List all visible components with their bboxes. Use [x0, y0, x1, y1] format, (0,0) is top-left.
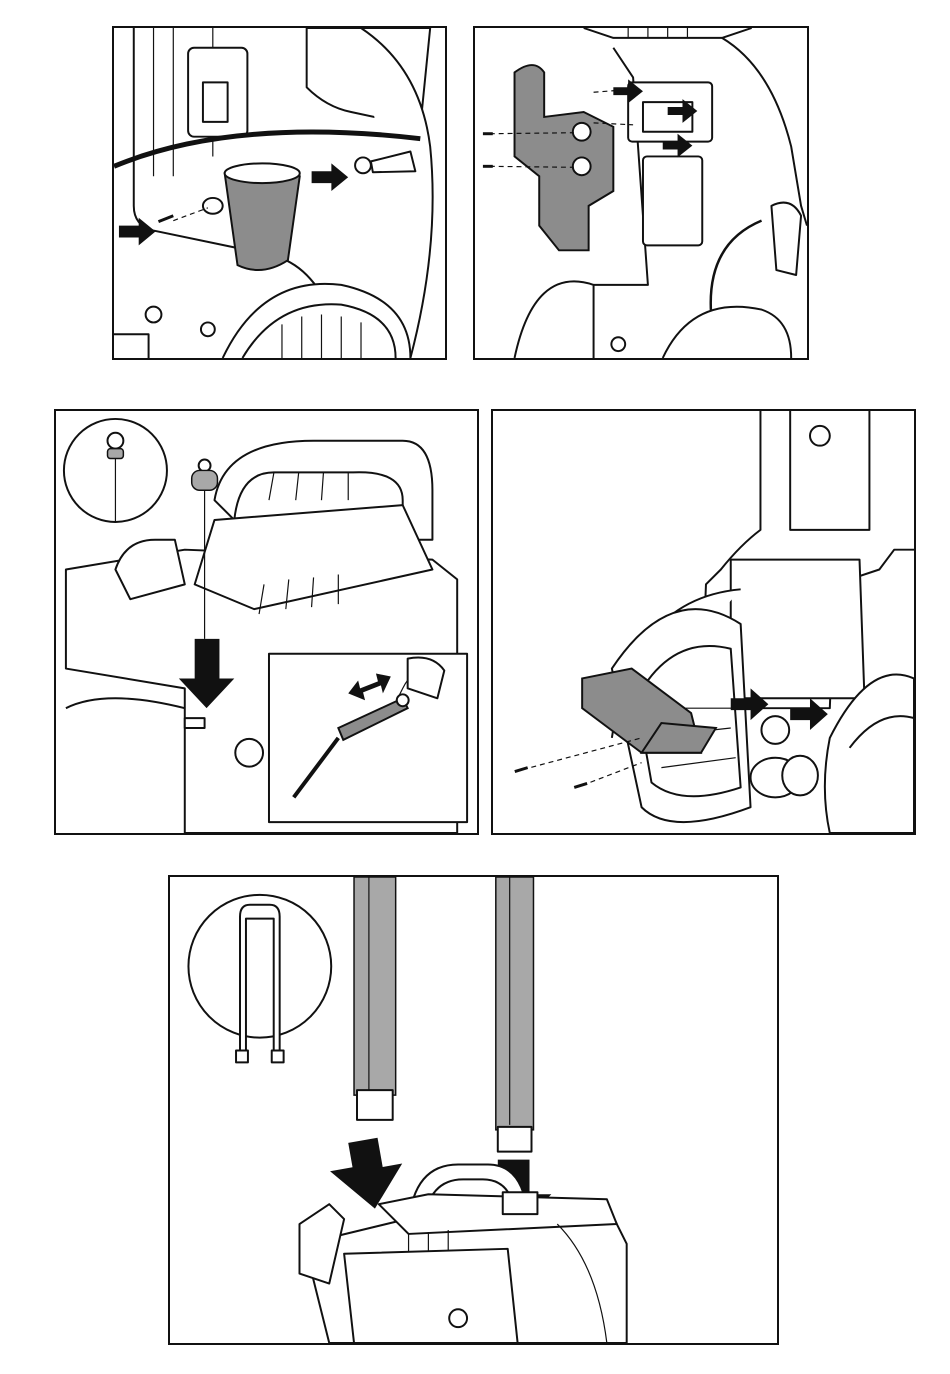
panel-gun-holder: [473, 26, 809, 360]
handle-illustration: [170, 877, 777, 1343]
push-arrow-icon: [312, 163, 349, 191]
cup-holder-illustration: [114, 28, 445, 358]
wand-holder-illustration: [56, 411, 477, 833]
hose-guard-illustration: [493, 411, 914, 833]
panel-handle: [168, 875, 779, 1345]
gun-holder-illustration: [475, 28, 807, 358]
panel-cup-holder: [112, 26, 447, 360]
panel-hose-guard: [491, 409, 916, 835]
panel-wand-holder: [54, 409, 479, 835]
